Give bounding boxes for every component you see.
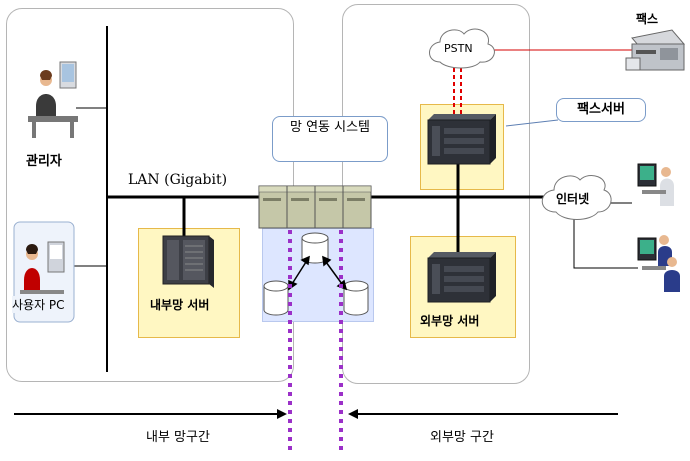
fax-server-icon xyxy=(427,114,496,165)
external-section-label: 외부망 구간 xyxy=(430,430,494,445)
db-cylinder-left xyxy=(263,280,289,316)
fax-machine-icon xyxy=(625,29,685,71)
internal-server-icon xyxy=(162,235,214,288)
external-server-icon xyxy=(427,252,496,303)
internet-user-2-icon xyxy=(637,235,680,292)
admin-icon xyxy=(24,61,78,142)
pstn-cloud xyxy=(429,28,495,69)
internet-label: 인터넷 xyxy=(556,192,590,206)
external-server-label: 외부망 서버 xyxy=(420,314,480,328)
internal-server-label: 내부망 서버 xyxy=(150,298,210,312)
internal-section-label: 내부 망구간 xyxy=(146,430,210,445)
internal-section-arrow xyxy=(14,409,287,419)
db-transfer-arrows xyxy=(288,255,348,291)
lan-label: LAN (Gigabit) xyxy=(128,172,228,188)
admin-label: 관리자 xyxy=(26,154,62,169)
internet-user-link xyxy=(573,218,638,269)
fax-callout-pointer xyxy=(505,119,559,127)
external-section-arrow xyxy=(348,409,618,419)
fax-server-callout: 팩스서버 xyxy=(556,98,646,122)
user-pc-label: 사용자 PC xyxy=(12,296,65,313)
internet-cloud xyxy=(541,175,612,220)
db-cylinder-right xyxy=(343,280,369,316)
internet-user-1-icon xyxy=(637,163,674,206)
pstn-label: PSTN xyxy=(444,42,473,55)
gateway-device xyxy=(258,185,372,229)
fax-label: 팩스 xyxy=(636,12,659,26)
gateway-system-callout: 망 연동 시스템 xyxy=(272,116,388,162)
